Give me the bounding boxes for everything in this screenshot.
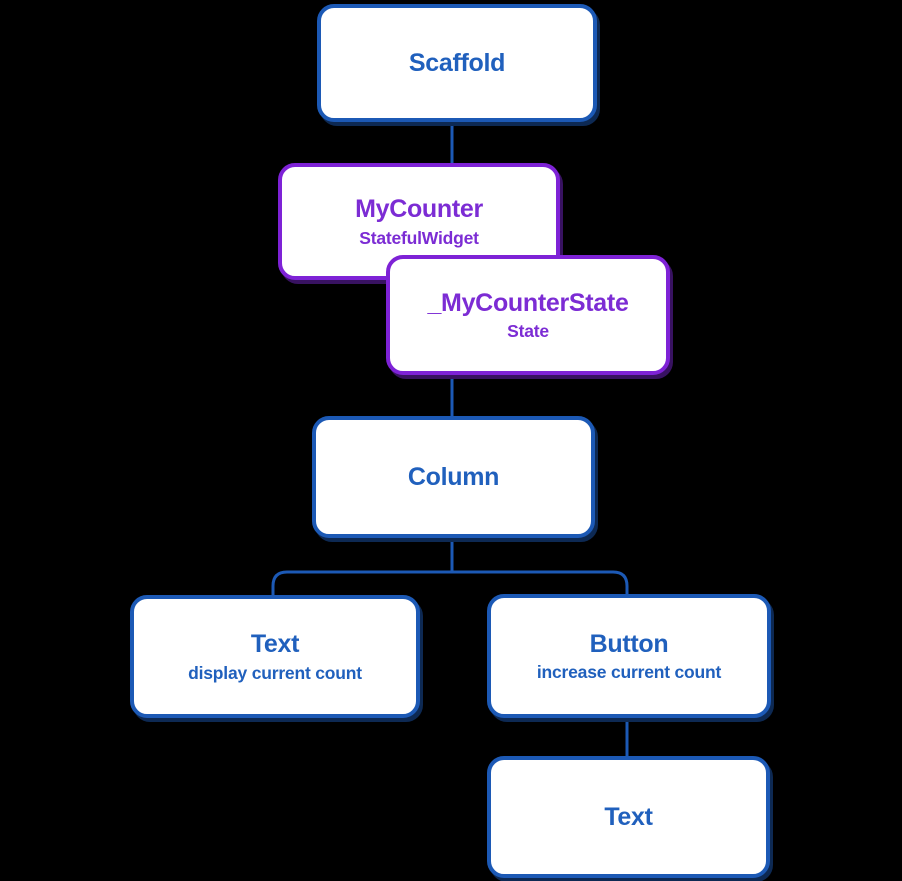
node-subtitle: increase current count — [536, 662, 722, 683]
node-column: Column — [312, 416, 595, 538]
node-title: MyCounter — [355, 195, 483, 223]
node-title: Scaffold — [408, 48, 506, 77]
node-subtitle: StatefulWidget — [359, 227, 479, 248]
node-title: Button — [589, 629, 669, 658]
node-button: Button increase current count — [487, 594, 771, 718]
node-mycounterstate: _MyCounterState State — [386, 255, 670, 375]
node-text-display: Text display current count — [130, 595, 420, 718]
node-mycounter: MyCounter StatefulWidget — [278, 163, 560, 280]
node-subtitle: State — [507, 321, 549, 342]
node-title: Text — [250, 630, 300, 658]
node-text-child: Text — [487, 756, 770, 878]
node-title: _MyCounterState — [427, 288, 629, 317]
node-title: Text — [604, 802, 653, 831]
node-scaffold: Scaffold — [317, 4, 597, 122]
edge-branch-to-text-and-button — [271, 570, 629, 597]
node-title: Column — [407, 462, 500, 491]
node-subtitle: display current count — [188, 662, 362, 683]
